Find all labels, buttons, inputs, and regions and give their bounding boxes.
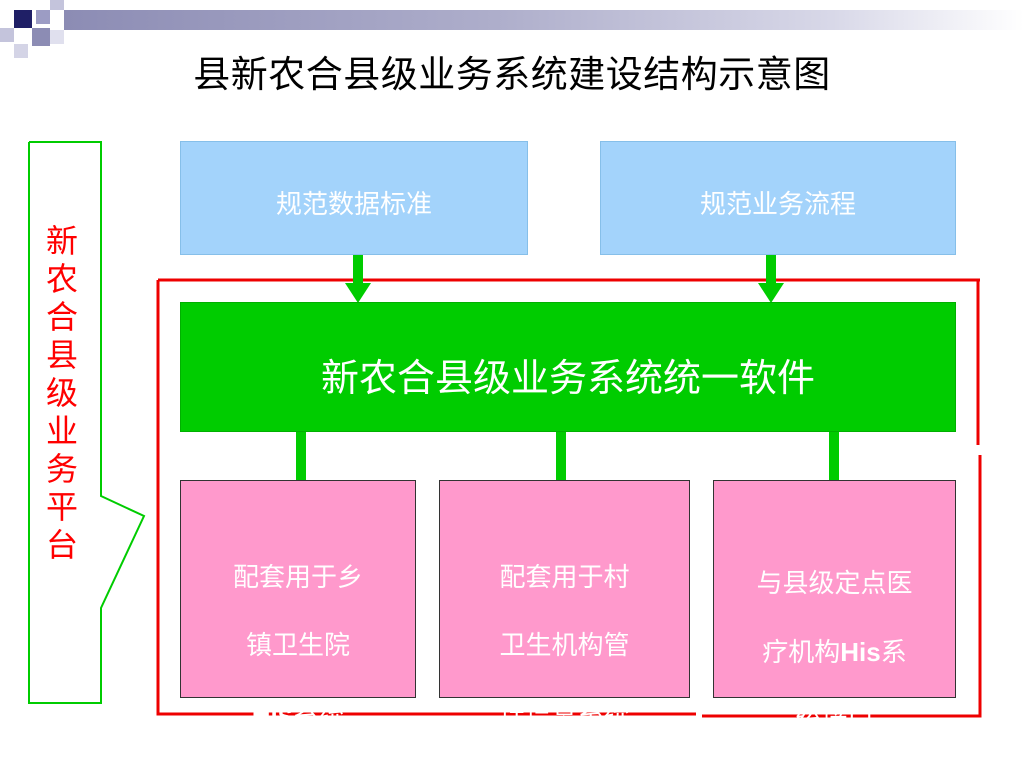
arrow-shaft-left [353,255,363,285]
header-gradient-bar [64,10,1024,30]
arrow-head-left [345,283,371,303]
system-frame [156,278,982,718]
subsystem-county-his-interface-text: 与县级定点医 疗机构His系 统接口 [756,569,913,736]
subsystem-township-his: 配套用于乡 镇卫生院 His系统 [180,480,416,730]
standard-data-box: 规范数据标准 [180,141,528,255]
standard-process-box: 规范业务流程 [600,141,956,255]
connector-left [296,432,306,480]
subsystem-county-his-interface: 与县级定点医 疗机构His系 统接口 [713,480,956,736]
page-title: 县新农合县级业务系统建设结构示意图 [193,53,831,96]
subsystem-township-his-text: 配套用于乡 镇卫生院 His系统 [232,563,363,730]
arrow-shaft-right [766,255,776,285]
subsystem-village-mis: 配套用于村 卫生机构管 理信息系统 [439,480,690,729]
platform-bracket [28,141,146,704]
unified-software-box: 新农合县级业务系统统一软件 [180,302,956,432]
connector-right [829,432,839,480]
subsystem-village-mis-text: 配套用于村 卫生机构管 理信息系统 [499,563,630,729]
platform-label: 新 农 合 县 级 业 务 平 台 [45,222,78,564]
arrow-head-right [758,283,784,303]
connector-middle [556,432,566,480]
